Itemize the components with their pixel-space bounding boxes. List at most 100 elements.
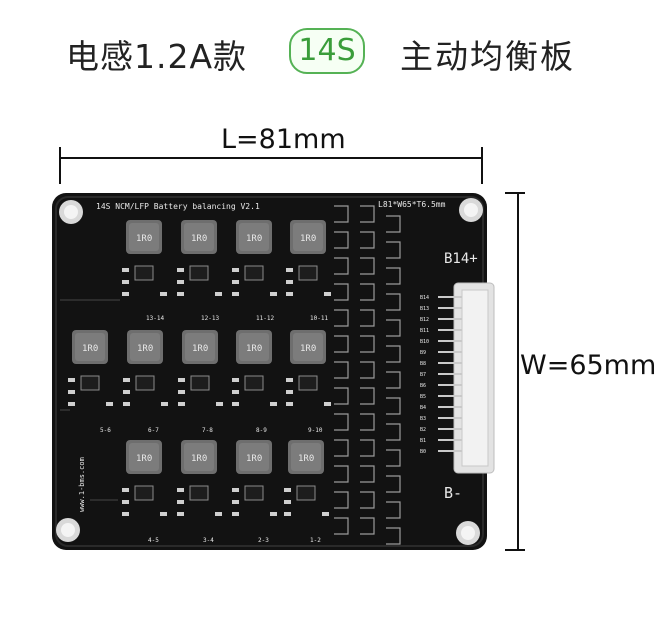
group-label: 7-8 <box>202 427 213 434</box>
group-label: 8-9 <box>256 427 267 434</box>
balance-pad <box>386 501 401 519</box>
inductor-marking: 1R0 <box>136 234 152 244</box>
balance-pad <box>360 413 375 431</box>
width-dimension-line <box>505 192 525 551</box>
pin-label: B0 <box>420 449 426 455</box>
balance-pad <box>334 387 349 405</box>
balance-pad <box>334 335 349 353</box>
title-product: 主动均衡板 <box>400 37 575 76</box>
group-labels: 13-14 12-13 11-12 10-11 5-6 6-7 7-8 8-9 … <box>100 315 328 544</box>
series-badge: 14S <box>289 28 365 74</box>
board-size-note: L81*W65*T6.5mm <box>378 200 446 209</box>
balance-pad <box>360 491 375 509</box>
group-label: 4-5 <box>148 537 159 544</box>
balance-pad <box>334 361 349 379</box>
group-label: 9-10 <box>308 427 323 434</box>
group-label: 13-14 <box>146 315 164 322</box>
inductor-marking: 1R0 <box>300 344 316 354</box>
balance-pad <box>334 413 349 431</box>
balance-pad <box>360 439 375 457</box>
balance-pad <box>386 371 401 389</box>
balance-pad <box>334 257 349 275</box>
balance-pad <box>386 449 401 467</box>
balance-pad <box>360 335 375 353</box>
balance-pad <box>334 205 349 223</box>
pin-label: B2 <box>420 427 426 433</box>
group-label: 10-11 <box>310 315 328 322</box>
pin-label: B9 <box>420 350 426 356</box>
balance-pads <box>334 205 401 545</box>
balance-pad <box>360 465 375 483</box>
pcb-traces <box>60 299 120 501</box>
balance-pad <box>360 517 375 535</box>
group-label: 3-4 <box>203 537 214 544</box>
group-label: 6-7 <box>148 427 159 434</box>
group-label: 12-13 <box>201 315 219 322</box>
inductor-marking: 1R0 <box>246 344 262 354</box>
balance-pad <box>360 283 375 301</box>
inductor-marking: 1R0 <box>82 344 98 354</box>
balancer-chips <box>80 265 318 501</box>
balance-pad <box>334 465 349 483</box>
inductor-marking: 1R0 <box>192 344 208 354</box>
inductors: 1R0 1R0 1R0 1R0 1R0 1R0 1R0 1R0 1R0 1R0 … <box>72 220 326 474</box>
pin-label: B3 <box>420 416 426 422</box>
balance-pad <box>360 361 375 379</box>
balance-pad <box>334 309 349 327</box>
inductor-marking: 1R0 <box>191 234 207 244</box>
inductor-marking: 1R0 <box>191 454 207 464</box>
balance-pad <box>334 517 349 535</box>
negative-terminal-label: B- <box>444 484 462 502</box>
board-header-text: 14S NCM/LFP Battery balancing V2.1 <box>96 202 260 211</box>
length-dimension-label: L=81mm <box>221 124 346 155</box>
balance-pad <box>386 215 401 233</box>
balance-pad <box>386 397 401 415</box>
balance-pad <box>360 387 375 405</box>
balance-pad <box>360 205 375 223</box>
balance-pad <box>386 293 401 311</box>
title-variant: 电感1.2A款 <box>66 37 248 76</box>
balance-connector <box>438 282 495 474</box>
balance-pad <box>386 267 401 285</box>
inductor-marking: 1R0 <box>246 454 262 464</box>
pin-label: B4 <box>420 405 426 411</box>
positive-terminal-label: B14+ <box>444 251 478 267</box>
inductor-marking: 1R0 <box>136 454 152 464</box>
balance-pad <box>334 439 349 457</box>
inductor-marking: 1R0 <box>137 344 153 354</box>
balance-pad <box>386 319 401 337</box>
pin-label: B12 <box>420 317 429 323</box>
group-label: 1-2 <box>310 537 321 544</box>
length-dimension-line <box>59 147 483 184</box>
pin-label: B13 <box>420 306 429 312</box>
pin-label: B1 <box>420 438 426 444</box>
balance-pad <box>360 257 375 275</box>
group-label: 5-6 <box>100 427 111 434</box>
balance-pad <box>386 345 401 363</box>
inductor-marking: 1R0 <box>298 454 314 464</box>
balance-pad <box>360 309 375 327</box>
passive-components <box>68 268 331 516</box>
pin-label: B5 <box>420 394 426 400</box>
width-dimension-label: W=65mm <box>520 350 657 381</box>
inductor-marking: 1R0 <box>300 234 316 244</box>
pin-label: B7 <box>420 372 426 378</box>
balance-pad <box>334 491 349 509</box>
pin-label: B11 <box>420 328 429 334</box>
balance-pad <box>334 231 349 249</box>
balance-pad <box>360 231 375 249</box>
balance-pad <box>334 283 349 301</box>
pin-label: B14 <box>420 295 429 301</box>
balance-pad <box>386 241 401 259</box>
group-label: 2-3 <box>258 537 269 544</box>
pin-label: B10 <box>420 339 429 345</box>
inductor-marking: 1R0 <box>246 234 262 244</box>
pin-label: B6 <box>420 383 426 389</box>
mounting-holes <box>56 198 483 545</box>
balance-pad <box>386 527 401 545</box>
balance-pad <box>386 475 401 493</box>
balance-pad <box>386 423 401 441</box>
website-text: www.1-bms.com <box>78 457 86 512</box>
